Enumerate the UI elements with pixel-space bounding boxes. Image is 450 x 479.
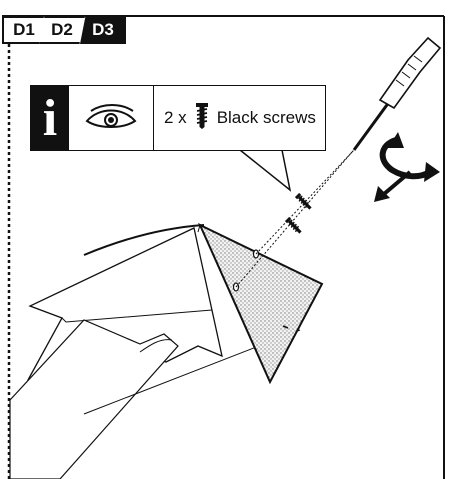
bracket-edge: [197, 224, 201, 233]
eye-icon: [69, 86, 154, 150]
guide-line-lower: [235, 151, 353, 288]
corner-bracket: [197, 222, 324, 385]
info-callout: i 2 x Black screws: [30, 85, 326, 151]
screw-label: Black screws: [216, 108, 316, 127]
info-text: 2 x Black screws: [154, 86, 325, 150]
tab-d2[interactable]: D2: [39, 16, 85, 44]
screw-icon: [195, 102, 209, 134]
panel-slot: [139, 339, 173, 353]
bracket-notch: [282, 325, 289, 329]
screwdriver: [352, 36, 442, 151]
tab-d1[interactable]: D1: [2, 16, 44, 44]
step-tabs: D1 D2 D3: [2, 16, 126, 44]
black-screw-lower: [284, 216, 302, 234]
screw-quantity: 2 x: [164, 108, 187, 127]
black-screw-upper: [294, 192, 312, 210]
tab-d3[interactable]: D3: [80, 16, 126, 44]
cable: [83, 224, 205, 256]
callout-pointer: [239, 149, 292, 192]
info-icon: i: [31, 86, 69, 150]
panel-edge-line: [61, 309, 213, 323]
rotate-clockwise-icon: [379, 132, 440, 182]
push-arrow-icon: [374, 170, 412, 202]
